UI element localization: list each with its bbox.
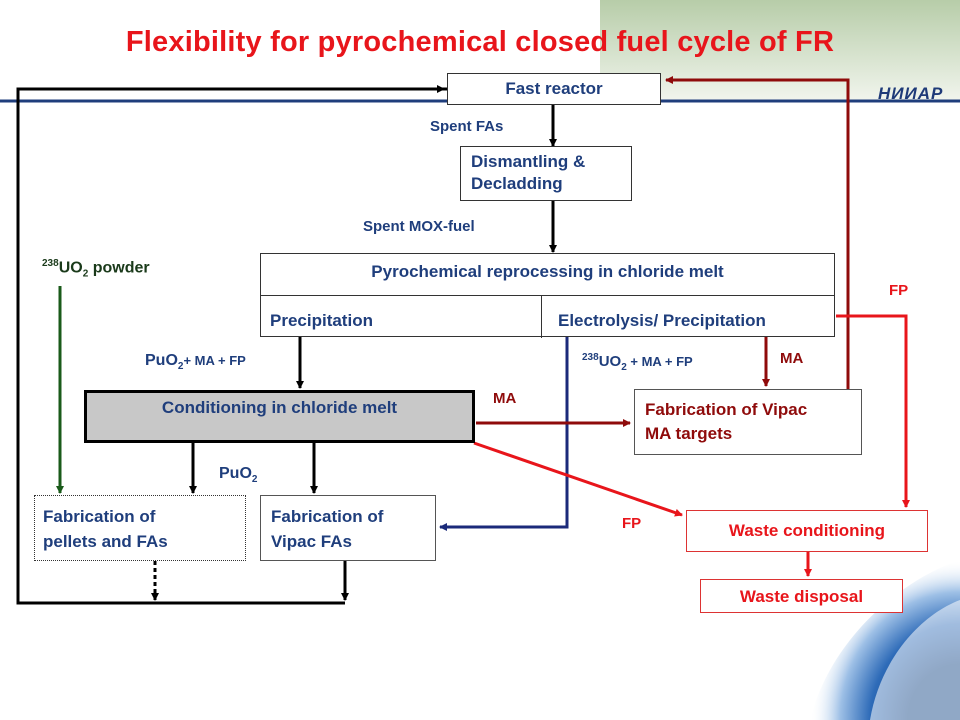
vipac-ma-line2: MA targets — [645, 424, 733, 443]
dismantling-label-line2: Decladding — [471, 174, 563, 193]
dismantling-label-line1: Dismantling & — [471, 152, 586, 171]
vipac-ma-targets-box: Fabrication of Vipac MA targets — [634, 389, 862, 455]
label-spent-mox: Spent MOX-fuel — [363, 218, 475, 235]
label-uo2-isotope: 238 — [582, 352, 599, 363]
label-ma-right: MA — [780, 350, 804, 367]
label-uo2-suffix: + MA + FP — [626, 354, 693, 369]
label-puo2-formula: PuO — [145, 352, 178, 369]
conditioning-box: Conditioning in chloride melt — [84, 390, 475, 443]
label-puo2-only-formula: PuO — [219, 465, 252, 482]
vipac-ma-line1: Fabrication of Vipac — [645, 400, 808, 419]
label-uo2-powder-subscript: 2 — [82, 268, 89, 280]
institute-logo: НИИАР — [878, 84, 944, 103]
pellets-fas-box: Fabrication of pellets and FAs — [34, 495, 246, 561]
conditioning-label: Conditioning in chloride melt — [161, 398, 398, 417]
vipac-fas-line1: Fabrication of — [271, 507, 384, 526]
label-puo2-suffix: + MA + FP — [183, 353, 246, 368]
label-spent-fas: Spent FAs — [430, 118, 504, 135]
label-ma-mid: MA — [493, 390, 517, 407]
label-puo2: PuO2 — [219, 465, 257, 485]
label-uo2-powder-formula: UO — [58, 259, 83, 277]
fast-reactor-label: Fast reactor — [505, 79, 603, 98]
label-uo2-powder: 238UO2 powder — [42, 258, 150, 280]
page-title: Flexibility for pyrochemical closed fuel… — [125, 26, 835, 58]
arrow-uo2-ma-fp — [439, 297, 569, 531]
label-uo2-formula: UO — [598, 353, 622, 370]
arrow-fp-electrolysis — [836, 314, 910, 508]
waste-disposal-label: Waste disposal — [739, 587, 864, 606]
pyro-title: Pyrochemical reprocessing in chloride me… — [261, 254, 834, 296]
label-puo2-only-subscript: 2 — [251, 474, 258, 486]
pyro-precipitation: Precipitation — [261, 296, 542, 338]
fast-reactor-box: Fast reactor — [447, 73, 661, 105]
waste-conditioning-label: Waste conditioning — [728, 521, 886, 540]
label-puo2-subscript: 2 — [177, 361, 184, 373]
arrow-fp-conditioning — [473, 441, 683, 517]
label-uo2-subscript: 2 — [621, 362, 627, 373]
vipac-fas-line2: Vipac FAs — [271, 532, 352, 551]
label-uo2-powder-text: powder — [88, 259, 150, 277]
label-fp-right: FP — [889, 282, 909, 299]
vipac-fas-box: Fabrication of Vipac FAs — [260, 495, 436, 561]
waste-disposal-box: Waste disposal — [700, 579, 903, 613]
pyro-electrolysis: Electrolysis/ Precipitation — [558, 311, 766, 330]
label-fp-mid: FP — [622, 515, 642, 532]
arrow-ma-targets-return — [665, 76, 850, 389]
pyro-reprocessing-box: Pyrochemical reprocessing in chloride me… — [260, 253, 835, 338]
label-uo2-ma-fp: 238UO2 + MA + FP — [582, 352, 693, 373]
dismantling-box: Dismantling & Decladding — [460, 146, 632, 201]
pellets-line1: Fabrication of — [43, 507, 156, 526]
label-puo2-ma-fp: PuO2+ MA + FP — [145, 352, 246, 372]
waste-conditioning-box: Waste conditioning — [686, 510, 928, 552]
pellets-line2: pellets and FAs — [43, 532, 168, 551]
label-uo2-powder-isotope: 238 — [42, 258, 59, 269]
